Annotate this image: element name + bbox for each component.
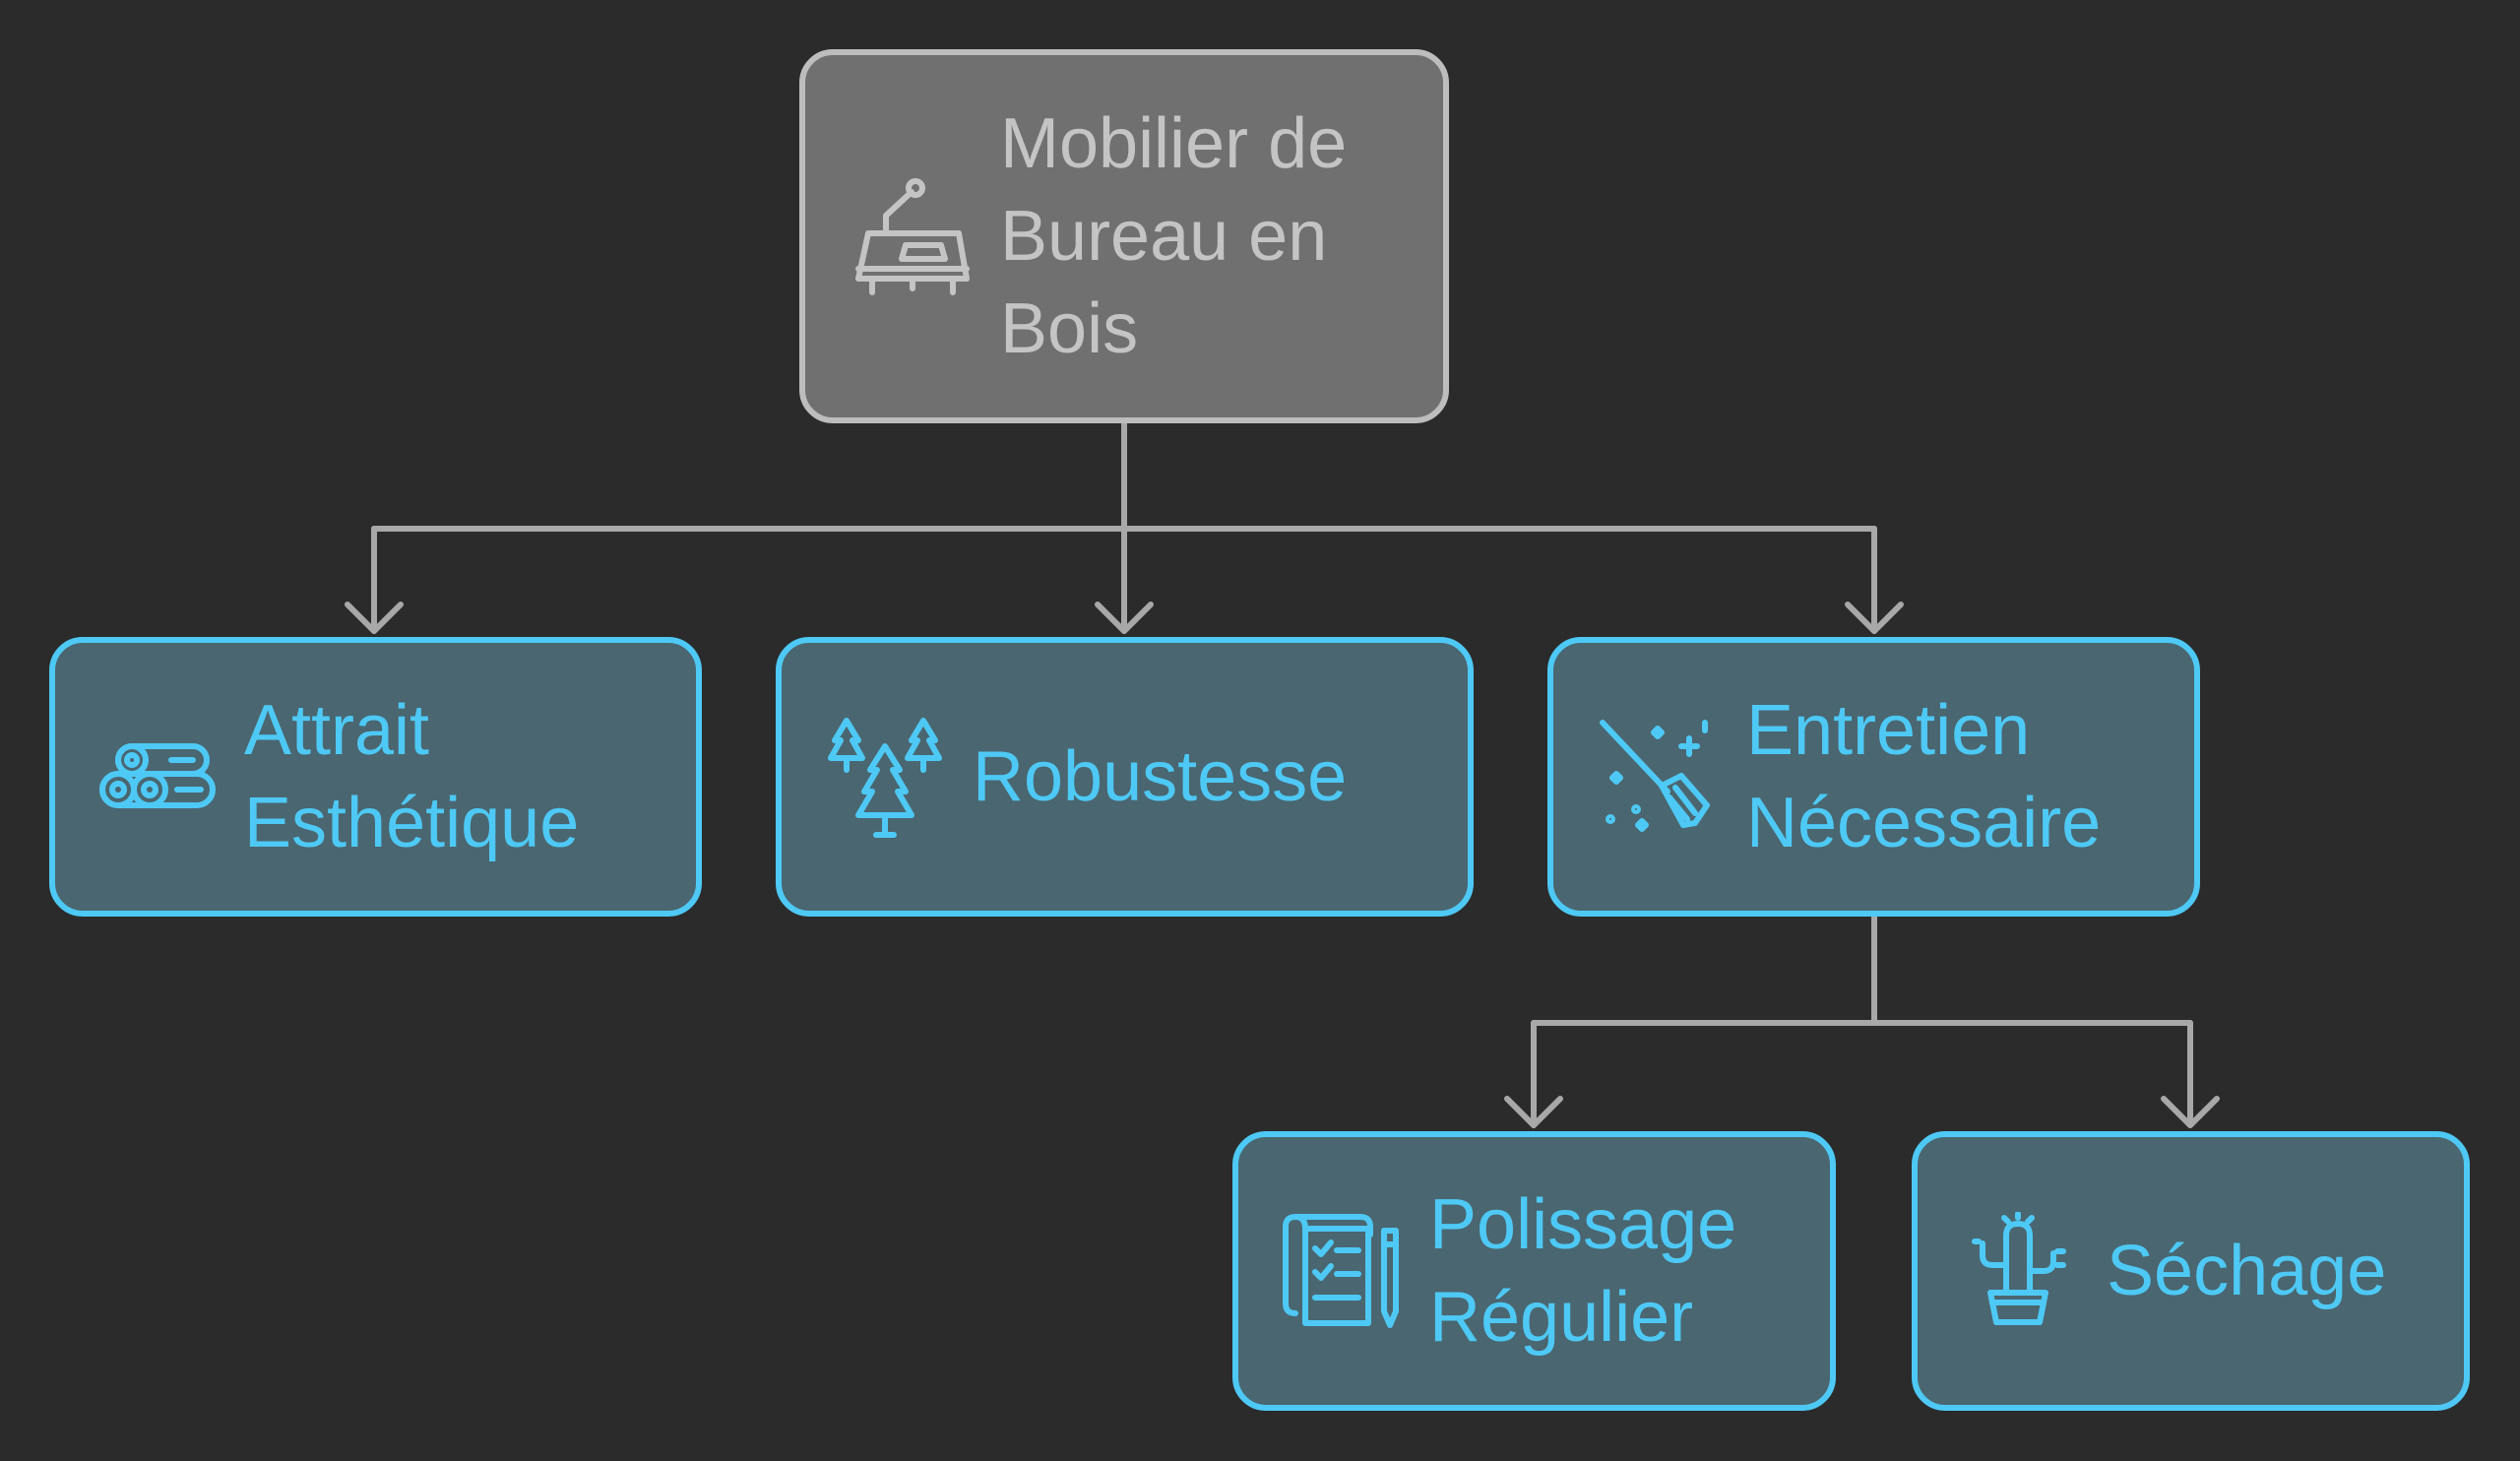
cactus-pot-icon (1969, 1212, 2071, 1330)
node-root[interactable]: Mobilier de Bureau en Bois (799, 49, 1449, 423)
desk-lamp-icon (850, 174, 975, 298)
node-polissage-label: Polissage Régulier (1429, 1185, 1737, 1357)
node-robustesse[interactable]: Robustesse (776, 637, 1474, 917)
arrowhead-entretien (1845, 602, 1904, 634)
arrowhead-attrait (345, 602, 404, 634)
arrowhead-sechage (2161, 1096, 2220, 1128)
node-attrait-esthetique[interactable]: Attrait Esthétique (49, 637, 702, 917)
node-sechage-label: Séchage (2107, 1232, 2387, 1310)
broom-sparkle-icon (1597, 715, 1721, 839)
pine-trees-icon (825, 713, 945, 841)
node-robustesse-label: Robustesse (973, 737, 1348, 816)
node-entretien-necessaire[interactable]: Entretien Nécessaire (1547, 637, 2200, 917)
node-attrait-label: Attrait Esthétique (244, 691, 580, 862)
scroll-pencil-icon (1282, 1209, 1404, 1333)
node-root-label: Mobilier de Bureau en Bois (1000, 104, 1348, 368)
node-polissage-regulier[interactable]: Polissage Régulier (1232, 1131, 1836, 1411)
node-entretien-label: Entretien Nécessaire (1746, 691, 2102, 862)
node-sechage[interactable]: Séchage (1912, 1131, 2470, 1411)
arrowhead-polissage (1504, 1096, 1563, 1128)
wood-logs-icon (98, 717, 219, 837)
arrowhead-robustesse (1095, 602, 1154, 634)
